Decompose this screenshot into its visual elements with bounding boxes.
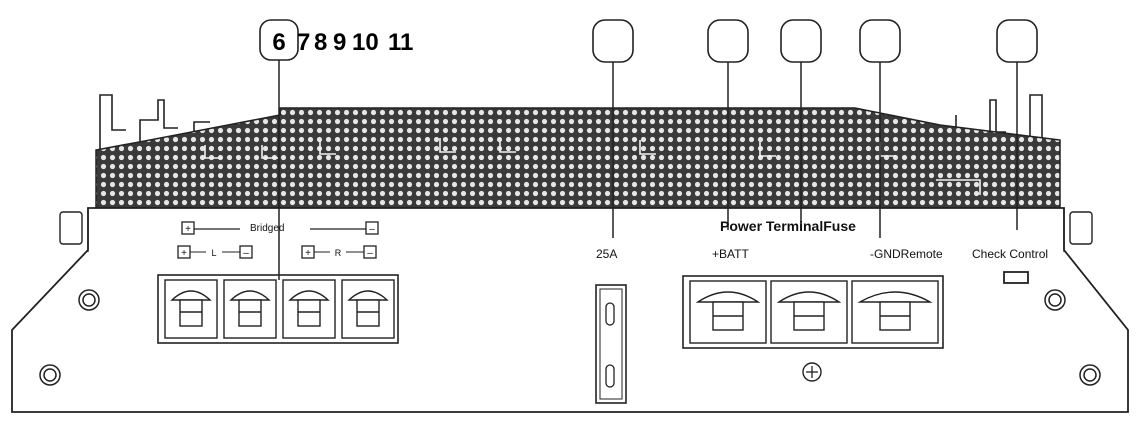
callout-bubble-7 bbox=[592, 19, 634, 63]
speaker-output-section: + – Bridged + – L + – R bbox=[157, 221, 399, 344]
speaker-terminal-2 bbox=[223, 279, 277, 339]
bridged-plus-terminal-mark bbox=[181, 221, 195, 235]
power-terminal-gnd bbox=[770, 280, 848, 344]
bridged-minus-sign: – bbox=[369, 224, 375, 235]
callout-bubble-11 bbox=[996, 19, 1038, 63]
callout-number-8: 8 bbox=[314, 29, 327, 56]
power-terminal-block bbox=[682, 275, 944, 382]
bridged-plus-sign: + bbox=[185, 224, 191, 235]
callout-number-6: 6 bbox=[272, 29, 285, 56]
callout-number-10: 10 bbox=[352, 29, 379, 56]
fuse-holder bbox=[595, 284, 627, 404]
speaker-terminal-4 bbox=[341, 279, 395, 339]
callout-leaders bbox=[278, 57, 1018, 280]
power-terminal-remote bbox=[851, 280, 939, 344]
left-plus-sign: + bbox=[181, 248, 187, 259]
check-control-label: Check Control bbox=[972, 247, 1048, 261]
callout-number-11: 11 bbox=[388, 29, 413, 56]
gnd-remote-label: -GNDRemote bbox=[870, 247, 943, 261]
check-control-led bbox=[1003, 271, 1029, 284]
right-plus-sign: + bbox=[305, 248, 311, 259]
batt-label: +BATT bbox=[712, 247, 749, 261]
fuse-rating-label: 25A bbox=[596, 247, 617, 261]
left-minus-sign: – bbox=[243, 248, 249, 259]
mounting-screws bbox=[39, 289, 1101, 386]
callout-bubble-8 bbox=[707, 19, 749, 63]
callout-bubble-10 bbox=[859, 19, 901, 63]
mesh-grille bbox=[95, 107, 1061, 209]
callout-bubbles bbox=[259, 19, 1038, 63]
power-terminal-fuse-label: Power TerminalFuse bbox=[720, 218, 856, 234]
callout-bubble-9 bbox=[780, 19, 822, 63]
power-terminal-batt bbox=[689, 280, 767, 344]
speaker-terminal-1 bbox=[164, 279, 218, 339]
bridged-label: Bridged bbox=[250, 223, 284, 234]
right-channel-label: R bbox=[335, 248, 342, 258]
callout-number-7: 7 bbox=[297, 29, 310, 56]
bridged-minus-terminal-mark bbox=[365, 221, 379, 235]
left-channel-label: L bbox=[211, 248, 216, 258]
right-minus-sign: – bbox=[367, 248, 373, 259]
speaker-terminal-3 bbox=[282, 279, 336, 339]
callout-bubble-6 bbox=[259, 19, 299, 61]
callout-number-9: 9 bbox=[333, 29, 346, 56]
left-side-tab bbox=[59, 211, 83, 245]
right-side-tab bbox=[1069, 211, 1093, 245]
